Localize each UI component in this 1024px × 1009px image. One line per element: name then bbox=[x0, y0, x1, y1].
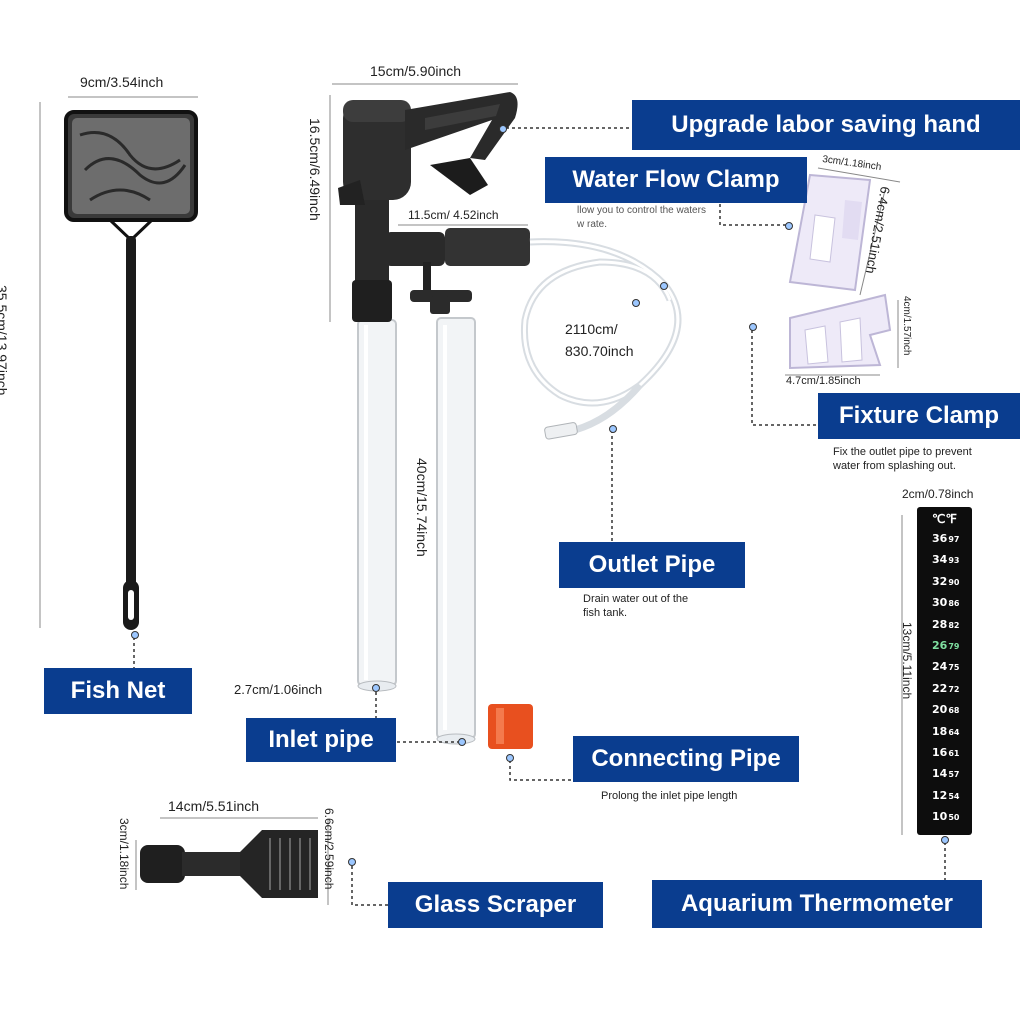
therm-width-dimension: 2cm/0.78inch bbox=[902, 487, 974, 501]
water-flow-marker-dot bbox=[785, 222, 793, 230]
side-pipe-dimension: 11.5cm/ 4.52inch bbox=[408, 208, 499, 222]
connecting-pipe-label: Connecting Pipe bbox=[573, 736, 799, 782]
celsius-value: 22 bbox=[932, 681, 948, 695]
fixture-description: Fix the outlet pipe to prevent water fro… bbox=[833, 446, 972, 472]
outlet-pipe-label: Outlet Pipe bbox=[559, 542, 745, 588]
fahrenheit-value: 93 bbox=[948, 556, 960, 566]
scraper-blade-dimension: 6.6cm/2.59inch bbox=[322, 808, 336, 890]
celsius-value: 24 bbox=[932, 660, 948, 674]
fahrenheit-value: 61 bbox=[948, 748, 960, 758]
fish-net-label: Fish Net bbox=[44, 668, 192, 714]
tube-diameter-dimension: 2.7cm/1.06inch bbox=[234, 682, 323, 697]
fixture-height-dimension: 4cm/1.57inch bbox=[901, 296, 912, 356]
fahrenheit-value: 64 bbox=[948, 727, 960, 737]
fahrenheit-value: 57 bbox=[948, 770, 960, 780]
hose-marker-dot-2 bbox=[632, 299, 640, 307]
scraper-length-dimension: 14cm/5.51inch bbox=[168, 798, 260, 814]
grip-marker-dot bbox=[499, 125, 507, 133]
celsius-value: 18 bbox=[932, 724, 948, 738]
scraper-marker-dot bbox=[348, 858, 356, 866]
celsius-value: 12 bbox=[932, 788, 948, 802]
leader-lines bbox=[133, 127, 946, 906]
thermometer-illustration bbox=[917, 507, 972, 835]
tube-length-dimension: 40cm/15.74inch bbox=[414, 458, 430, 557]
thermometer-marker-dot bbox=[941, 836, 949, 844]
celsius-value: 20 bbox=[932, 703, 948, 717]
fahrenheit-value: 50 bbox=[948, 813, 960, 823]
fahrenheit-value: 82 bbox=[948, 620, 960, 630]
inlet-pipe-label: Inlet pipe bbox=[246, 718, 396, 762]
siphon-gun-illustration bbox=[338, 92, 530, 745]
connecting-description: Prolong the inlet pipe length bbox=[601, 790, 738, 802]
connecting-marker-dot bbox=[506, 754, 514, 762]
fahrenheit-value: 72 bbox=[948, 684, 960, 694]
aquarium-thermometer-label: Aquarium Thermometer bbox=[652, 880, 982, 928]
fixture-width-dimension: 4.7cm/1.85inch bbox=[786, 375, 861, 387]
net-length-dimension: 35.5cm/13.97inch bbox=[0, 285, 10, 396]
hose-marker-dot bbox=[660, 282, 668, 290]
water-flow-description: llow you to control the waters w rate. bbox=[577, 205, 706, 230]
fish-net-illustration bbox=[64, 110, 198, 630]
net-width-dimension: 9cm/3.54inch bbox=[80, 74, 164, 90]
water-flow-clamp-label: Water Flow Clamp bbox=[545, 157, 807, 203]
fixture-clamp-illustration bbox=[789, 293, 892, 370]
outlet-hose-illustration bbox=[520, 238, 682, 440]
tube-marker-dot bbox=[458, 738, 466, 746]
hose-length-dimension: 2110cm/ 830.70inch bbox=[565, 321, 634, 359]
outlet-description: Drain water out of the fish tank. bbox=[583, 593, 689, 619]
thermometer-unit-header: ℃℉ bbox=[932, 512, 957, 526]
celsius-value: 34 bbox=[932, 553, 948, 567]
celsius-value: 14 bbox=[932, 767, 948, 781]
celsius-value: 32 bbox=[932, 574, 948, 588]
fahrenheit-value: 86 bbox=[948, 599, 960, 609]
celsius-value: 16 bbox=[932, 745, 948, 759]
fish-net-marker-dot bbox=[131, 631, 139, 639]
celsius-value: 26 bbox=[932, 638, 948, 652]
inlet-marker-dot bbox=[372, 684, 380, 692]
connecting-pipe-illustration bbox=[488, 704, 533, 749]
fahrenheit-value: 90 bbox=[948, 577, 960, 587]
glass-scraper-label: Glass Scraper bbox=[388, 882, 603, 928]
fixture-marker-dot bbox=[749, 323, 757, 331]
celsius-value: 10 bbox=[932, 810, 948, 824]
gun-height-dimension: 16.5cm/6.49inch bbox=[307, 118, 323, 221]
fahrenheit-value: 68 bbox=[948, 706, 960, 716]
scraper-handle-dimension: 3cm/1.18inch bbox=[117, 818, 131, 890]
gun-width-dimension: 15cm/5.90inch bbox=[370, 63, 462, 79]
water-flow-clamp-illustration bbox=[788, 173, 872, 292]
fahrenheit-value: 54 bbox=[948, 791, 960, 801]
fahrenheit-value: 79 bbox=[948, 641, 960, 651]
celsius-value: 36 bbox=[932, 532, 948, 545]
therm-height-dimension: 13cm/5.11inch bbox=[900, 622, 914, 700]
outlet-marker-dot bbox=[609, 425, 617, 433]
fahrenheit-value: 75 bbox=[948, 663, 960, 673]
fixture-clamp-label: Fixture Clamp bbox=[818, 393, 1020, 439]
glass-scraper-illustration bbox=[140, 830, 318, 898]
fahrenheit-value: 97 bbox=[948, 535, 960, 544]
celsius-value: 28 bbox=[932, 617, 948, 631]
celsius-value: 30 bbox=[932, 596, 948, 610]
upgrade-hand-label: Upgrade labor saving hand bbox=[632, 100, 1020, 150]
